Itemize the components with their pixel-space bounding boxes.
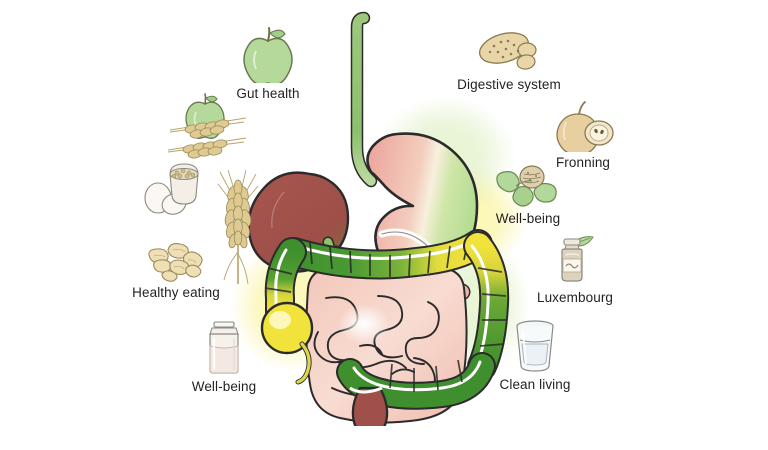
callout-label: Luxembourg [536,290,614,305]
callout-label: Digestive system [457,77,561,92]
probiotic-jar-icon [544,231,606,287]
callout-fronning[interactable]: Fronning [508,100,658,170]
grain-bowl-with-eggs-icon [144,163,199,215]
green-apple-icon [240,25,296,86]
callout-label: Fronning [555,155,611,170]
callout-healthy-eating[interactable]: Healthy eating [101,238,251,300]
callout-label: Clean living [499,377,571,392]
callout-label: Well-being [191,379,257,394]
callout-label: Healthy eating [132,285,220,300]
halved-pear-icon [550,100,616,156]
grain-bowl-with-eggs-decoration [144,160,212,216]
seeded-bread-roll-icon [476,28,542,74]
rectum-shape [351,386,389,438]
wheat-stalk-icon [217,169,259,285]
leafy-greens-icon [492,164,564,208]
callout-luxembourg[interactable]: Luxembourg [500,231,650,305]
tall-wheat-stalk-decoration [212,168,264,286]
callout-label: Gut health [236,86,300,101]
water-glass-icon [508,318,562,374]
callout-clean-living[interactable]: Clean living [460,318,610,392]
digestive-system-illustration [230,6,532,438]
wheat-ears-pair-decoration [166,116,250,170]
milk-carton-icon [198,318,250,376]
callout-label: Well-being [495,211,561,226]
callout-well-being-greens[interactable]: Well-being [453,164,603,226]
callout-gut-health[interactable]: Gut health [193,25,343,101]
wheat-ears-icon [167,117,247,159]
callout-digestive-system[interactable]: Digestive system [434,28,584,92]
callout-well-being-milk[interactable]: Well-being [149,318,299,394]
cashew-nuts-icon [140,238,212,282]
